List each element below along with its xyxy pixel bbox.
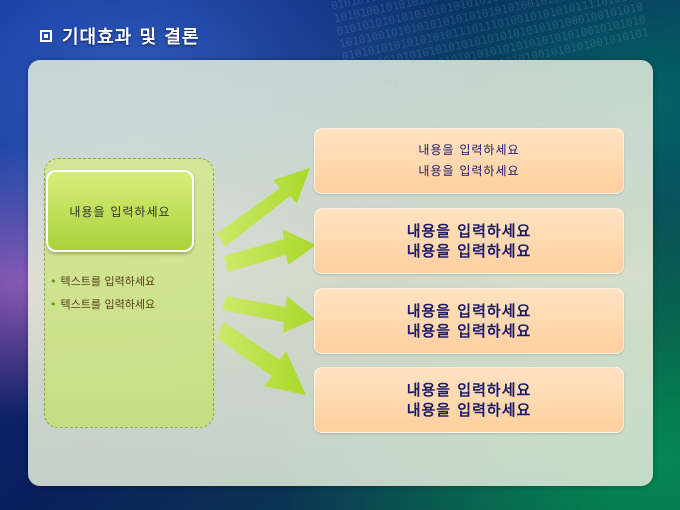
arrow-right-icon — [222, 296, 315, 333]
arrow-right-icon — [224, 229, 316, 272]
result-box-text: 내용을 입력하세요 — [406, 302, 532, 320]
result-box-3[interactable]: 내용을 입력하세요 내용을 입력하세요 — [314, 288, 624, 354]
slide-title-bar: 기대효과 및 결론 — [40, 24, 199, 48]
result-box-text: 내용을 입력하세요 — [406, 242, 532, 260]
result-box-2[interactable]: 내용을 입력하세요 내용을 입력하세요 — [314, 208, 624, 274]
result-box-text: 내용을 입력하세요 — [406, 322, 532, 340]
arrow-right-icon — [216, 322, 306, 395]
result-box-text: 내용을 입력하세요 — [418, 143, 520, 157]
bullet-item: •텍스트를 입력하세요 — [50, 298, 156, 311]
left-main-label-box[interactable]: 내용을 입력하세요 — [46, 170, 194, 252]
bullet-item: •텍스트를 입력하세요 — [50, 275, 156, 288]
left-main-label: 내용을 입력하세요 — [69, 204, 171, 219]
result-box-text: 내용을 입력하세요 — [418, 164, 520, 178]
result-box-4[interactable]: 내용을 입력하세요 내용을 입력하세요 — [314, 367, 624, 433]
result-box-text: 내용을 입력하세요 — [406, 401, 532, 419]
bullet-list: •텍스트를 입력하세요 •텍스트를 입력하세요 — [50, 274, 155, 320]
bullet-dot-icon: • — [50, 298, 57, 311]
arrow-right-icon — [216, 168, 310, 246]
square-bullet-icon — [40, 30, 52, 42]
bullet-dot-icon: • — [50, 275, 57, 288]
result-box-text: 내용을 입력하세요 — [406, 381, 532, 399]
result-box-text: 내용을 입력하세요 — [406, 222, 532, 240]
slide-title: 기대효과 및 결론 — [62, 27, 200, 48]
result-box-1[interactable]: 내용을 입력하세요 내용을 입력하세요 — [314, 128, 624, 194]
